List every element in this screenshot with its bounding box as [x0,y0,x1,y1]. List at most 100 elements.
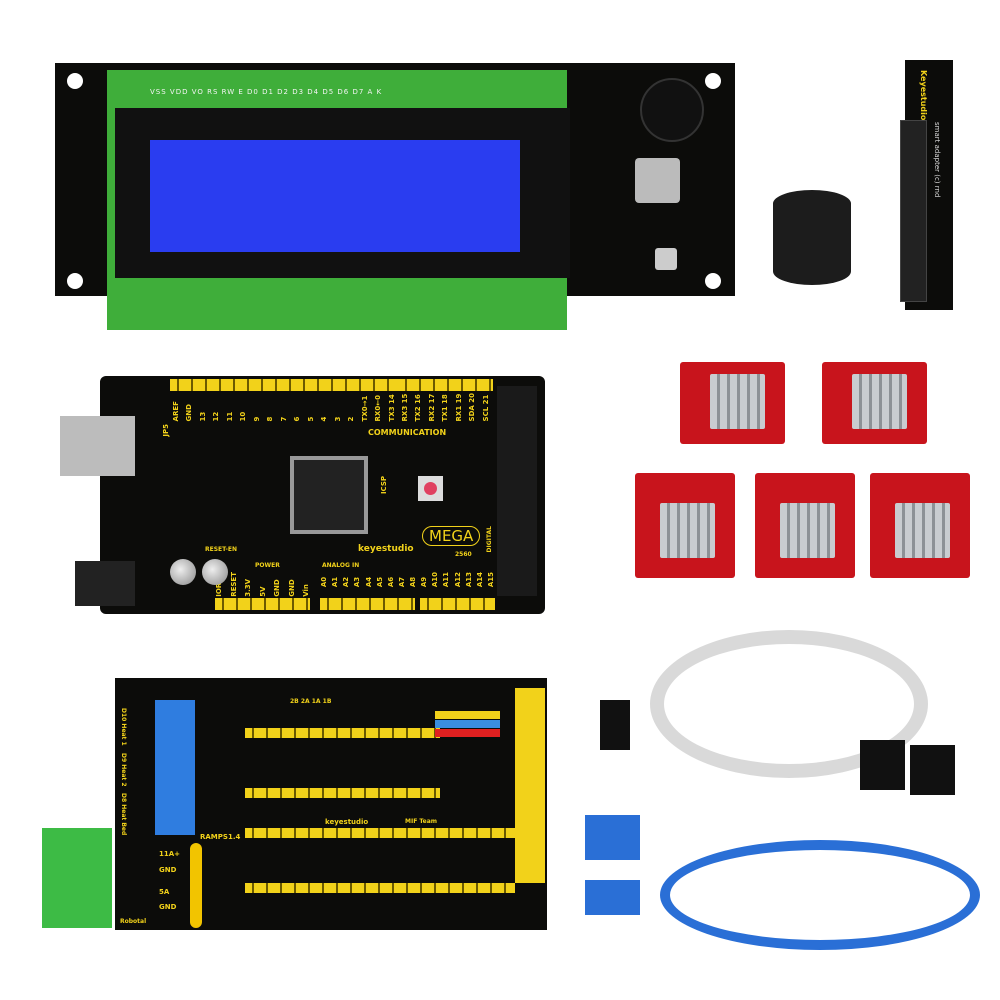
lcd-pin-labels: VSS VDD VO RS RW E D0 D1 D2 D3 D4 D5 D6 … [150,88,383,96]
pin-label: RX3 15 [400,393,409,422]
usb-b-port [60,416,135,476]
usb-a-plug [585,880,640,915]
analog-pin-label: A5 [375,576,384,588]
ribbon-connector [860,740,905,790]
usb-cable [660,840,980,950]
power-label-5a: 5A [159,888,170,896]
power-pin-label: 3.3V [244,578,252,597]
buzzer [640,78,704,142]
mount-hole [67,73,83,89]
adapter-brand: Keyestudio [919,70,928,121]
microcontroller [290,456,368,534]
stepper-driver [822,362,927,444]
analog-pin-label: A3 [353,576,362,588]
driver-header [245,788,440,798]
power-pin-label: RESET [229,572,238,597]
reset-button[interactable] [418,476,443,501]
brand-label: keyestudio [358,544,414,554]
power-label: POWER [255,562,280,569]
power-label-gnd-1: GND [159,866,177,874]
reset-button[interactable] [655,248,677,270]
analog-pin-label: A12 [453,572,462,588]
communication-label: COMMUNICATION [368,428,447,437]
mount-hole [705,73,721,89]
comm-header [398,379,493,391]
pin-label: GND [185,404,194,422]
stepper-driver [755,473,855,578]
pin-label: TX3 14 [387,394,396,422]
aux-header [515,688,545,883]
stepper-driver [635,473,735,578]
analog-label: ANALOG IN [322,562,360,569]
green-terminal [42,828,112,928]
pin-label: 3 [333,416,342,422]
analog-pin-label: A6 [386,576,395,588]
analog-pin-label: A10 [431,572,440,588]
analog-pin-label: A4 [364,576,373,588]
analog-pin-label: A7 [397,576,406,588]
pin-label: TX0→1 [360,395,369,422]
pin-label: 4 [320,416,329,422]
pin-label: TX1 18 [441,394,450,422]
pin-label: 8 [266,416,275,422]
pin-label: 9 [252,416,261,422]
motor-pin-label: 2B 2A 1A 1B [290,698,332,705]
icsp-label: ICSP [380,476,388,495]
driver-header [245,828,515,838]
blue-terminal [155,700,195,835]
heat-2-label: D9 Heat 2 [120,753,127,787]
control-knob [773,190,851,285]
jumper-row [435,729,500,737]
stepper-driver [870,473,970,578]
model-number: 2560 [455,551,472,558]
mount-hole [67,273,83,289]
jumper-row [435,720,500,728]
power-label-gnd-2: GND [159,903,177,911]
ribbon-connector [600,700,630,750]
power-pin-label: Vin [302,584,310,597]
pin-label: 5 [306,416,315,422]
pin-label: 12 [212,411,221,422]
heat-1-label: D10 Heat 1 [120,708,127,746]
pin-label: 6 [293,416,302,422]
digital-header [170,379,460,391]
ramps-team: MIF Team [405,818,438,825]
analog-pin-label: A9 [420,576,429,588]
ramps-name: RAMPS1.4 [200,833,241,841]
pin-label: 2 [347,416,356,422]
analog-pin-label: A8 [409,576,417,588]
jumper-row [435,711,500,719]
pin-label: 11 [225,411,234,422]
logo-text: Robotal [120,918,147,925]
dc-jack [75,561,135,606]
pin-label: TX2 16 [414,394,423,422]
pin-label: AREF [172,401,180,422]
ramps-board: keyestudio RAMPS1.4 MIF Team 2B 2A 1A 1B… [115,678,547,930]
mount-hole [705,273,721,289]
power-header [215,598,310,610]
fuse [190,843,202,928]
adapter-label: smart adapter (c) rnd [933,122,941,198]
stepper-driver [680,362,785,444]
analog-header [320,598,415,610]
analog-pin-label: A0 [320,576,328,588]
ribbon-connector [900,120,927,302]
analog-header-2 [420,598,495,610]
pin-label: RX1 19 [454,393,463,422]
analog-pin-label: A2 [342,576,351,588]
rotary-encoder[interactable] [635,158,680,203]
analog-pin-label: A1 [331,576,340,588]
pin-label: 7 [279,416,288,422]
pin-label: 10 [239,411,248,422]
jumper-label: JP5 [162,424,170,437]
double-header [497,386,537,596]
model-label: MEGA [422,526,481,546]
pin-label: 13 [198,411,207,422]
heat-bed-label: D8 Heat Bed [120,793,127,836]
analog-pin-label: A14 [475,572,484,588]
analog-pin-label: A13 [464,572,473,588]
power-pin-label: 5V [258,586,267,597]
reset-en-label: RESET-EN [205,546,237,553]
